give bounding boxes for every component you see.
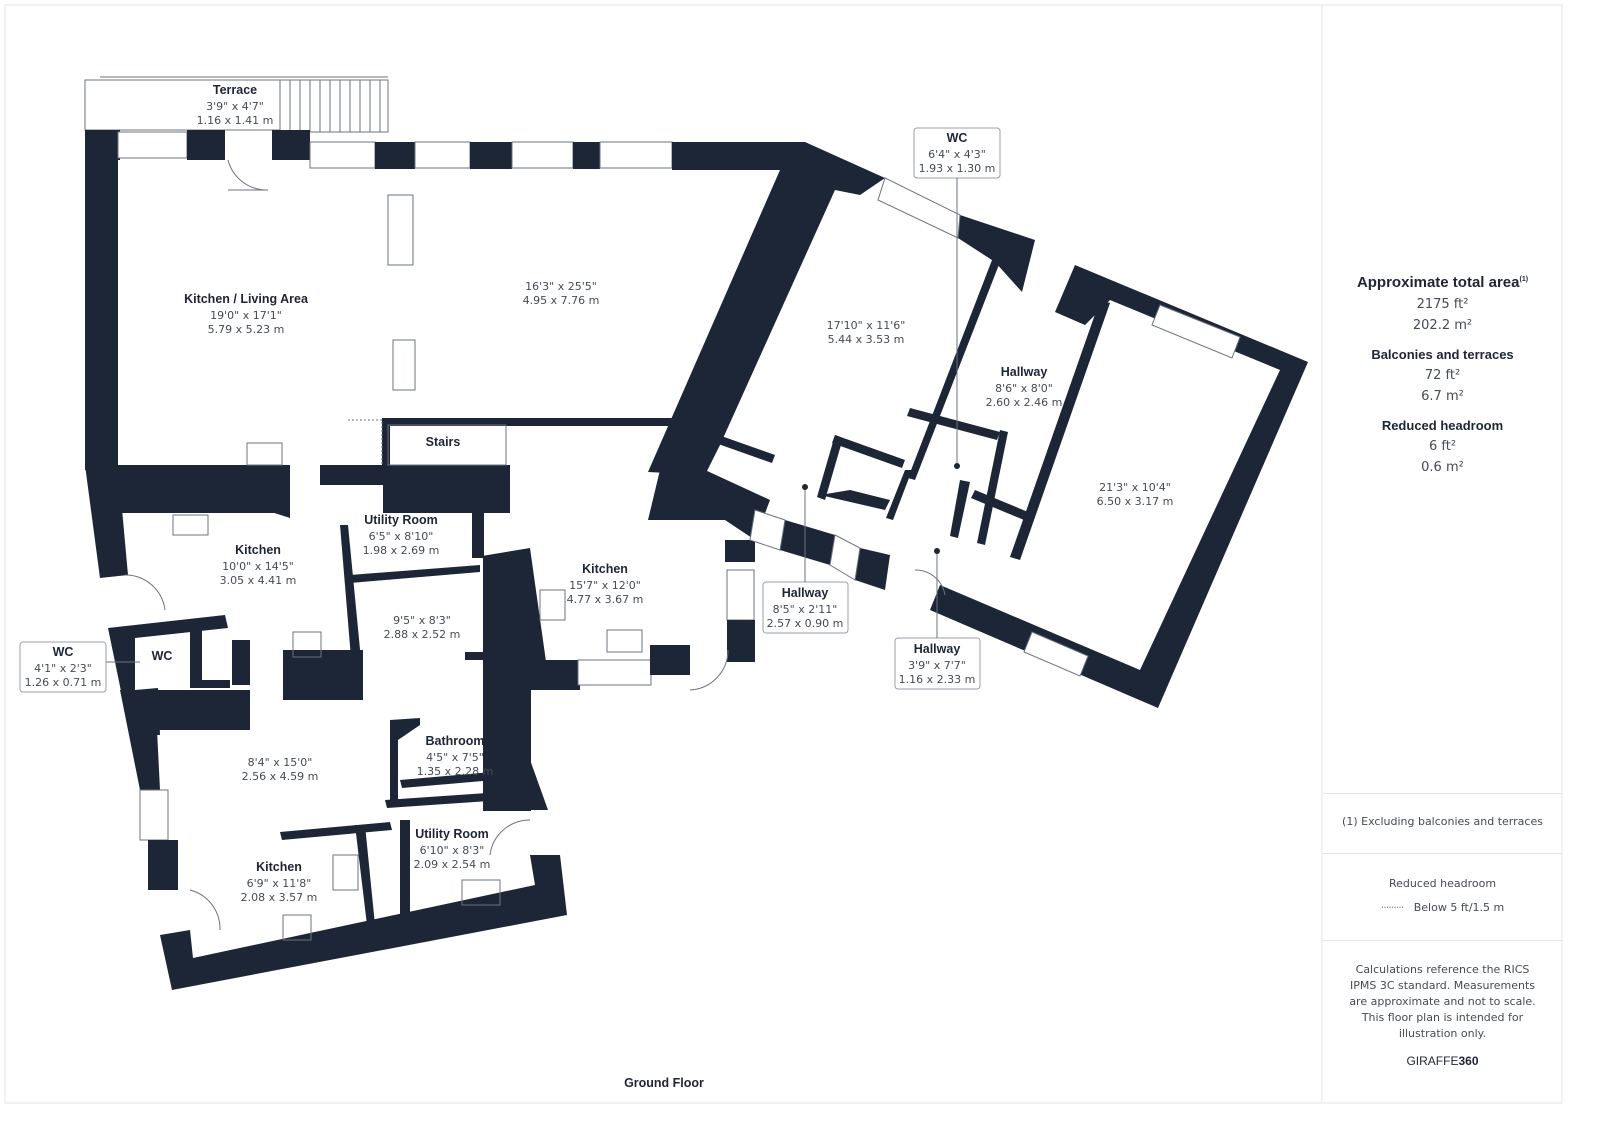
svg-text:1.16 x 2.33 m: 1.16 x 2.33 m [899, 673, 976, 686]
brand-logo: GIRAFFE360 [1323, 1054, 1562, 1068]
room-kitchen-1: Kitchen 10'0" x 14'5" 3.05 x 4.41 m [220, 543, 297, 587]
walls [85, 130, 1308, 990]
balconies-title: Balconies and terraces [1371, 347, 1514, 362]
svg-text:WC: WC [947, 131, 968, 145]
svg-text:17'10" x 11'6": 17'10" x 11'6" [827, 319, 906, 332]
svg-text:2.88 x 2.52 m: 2.88 x 2.52 m [384, 628, 461, 641]
svg-text:2.56 x 4.59 m: 2.56 x 4.59 m [242, 770, 319, 783]
svg-text:Kitchen / Living Area: Kitchen / Living Area [184, 292, 309, 306]
brand-number: 360 [1458, 1054, 1479, 1068]
svg-text:1.93 x 1.30 m: 1.93 x 1.30 m [919, 162, 996, 175]
svg-text:6'9" x 11'8": 6'9" x 11'8" [247, 877, 312, 890]
svg-text:1.35 x 2.28 m: 1.35 x 2.28 m [417, 765, 494, 778]
svg-text:4'5" x 7'5": 4'5" x 7'5" [426, 751, 484, 764]
svg-text:6'5" x 8'10": 6'5" x 8'10" [369, 530, 434, 543]
svg-text:Kitchen: Kitchen [256, 860, 302, 874]
room-hallway-3: Hallway 3'9" x 7'7" 1.16 x 2.33 m [894, 548, 981, 690]
svg-text:WC: WC [53, 645, 74, 659]
room-hallway-2: Hallway 8'5" x 2'11" 2.57 x 0.90 m [762, 484, 849, 634]
svg-text:Kitchen: Kitchen [582, 562, 628, 576]
room-kitchen-2: Kitchen 15'7" x 12'0" 4.77 x 3.67 m [567, 562, 644, 606]
svg-text:3.05 x 4.41 m: 3.05 x 4.41 m [220, 574, 297, 587]
room-terrace: Terrace 3'9" x 4'7" 1.16 x 1.41 m [197, 83, 274, 127]
svg-text:19'0" x 17'1": 19'0" x 17'1" [210, 309, 282, 322]
svg-text:2.09 x 2.54 m: 2.09 x 2.54 m [414, 858, 491, 871]
room-stairs: Stairs [426, 435, 461, 449]
room-east: 21'3" x 10'4" 6.50 x 3.17 m [1097, 481, 1174, 508]
headroom-title: Reduced headroom [1381, 418, 1504, 433]
svg-text:Kitchen: Kitchen [235, 543, 281, 557]
terrace [84, 76, 389, 133]
internal-details [124, 159, 946, 941]
room-ne: 17'10" x 11'6" 5.44 x 3.53 m [827, 319, 906, 346]
svg-text:Bathroom: Bathroom [425, 734, 484, 748]
room-kitchen-3: Kitchen 6'9" x 11'8" 2.08 x 3.57 m [241, 860, 318, 904]
svg-text:4.95 x 7.76 m: 4.95 x 7.76 m [523, 294, 600, 307]
svg-text:5.79 x 5.23 m: 5.79 x 5.23 m [208, 323, 285, 336]
svg-text:Hallway: Hallway [782, 586, 829, 600]
svg-text:WC: WC [152, 649, 173, 663]
room-utility-2: Utility Room 6'10" x 8'3" 2.09 x 2.54 m [414, 827, 491, 871]
room-bathroom: Bathroom 4'5" x 7'5" 1.35 x 2.28 m [417, 734, 494, 778]
svg-text:2.57 x 0.90 m: 2.57 x 0.90 m [767, 617, 844, 630]
room-hallway-1: Hallway 8'6" x 8'0" 2.60 x 2.46 m [986, 365, 1063, 409]
svg-text:6'4" x 4'3": 6'4" x 4'3" [928, 148, 986, 161]
svg-text:5.44 x 3.53 m: 5.44 x 3.53 m [828, 333, 905, 346]
svg-text:Utility Room: Utility Room [364, 513, 438, 527]
footnote: (1) Excluding balconies and terraces [1342, 815, 1543, 828]
svg-text:1.26 x 0.71 m: 1.26 x 0.71 m [25, 676, 102, 689]
headroom-m: 0.6 m² [1421, 460, 1464, 475]
svg-text:6'10" x 8'3": 6'10" x 8'3" [420, 844, 485, 857]
legend-item: ········· Below 5 ft/1.5 m [1323, 900, 1562, 916]
disclaimer: Calculations reference the RICS IPMS 3C … [1349, 963, 1536, 1040]
total-area-title: Approximate total area [1356, 274, 1520, 291]
balconies-ft: 72 ft² [1424, 368, 1461, 383]
svg-text:4'1" x 2'3": 4'1" x 2'3" [34, 662, 92, 675]
svg-text:15'7" x 12'0": 15'7" x 12'0" [569, 579, 641, 592]
dotted-line-icon: ········· [1380, 901, 1405, 914]
room-metric: 1.16 x 1.41 m [197, 114, 274, 127]
total-area-note: (1) [1519, 276, 1529, 283]
room-large: 16'3" x 25'5" 4.95 x 7.76 m [523, 280, 600, 307]
room-wc-top: WC 6'4" x 4'3" 1.93 x 1.30 m [913, 127, 1001, 469]
headroom-ft: 6 ft² [1428, 439, 1457, 454]
svg-text:Hallway: Hallway [914, 642, 961, 656]
total-area-m: 202.2 m² [1412, 318, 1473, 333]
page-border [4, 4, 1563, 1104]
svg-text:2.60 x 2.46 m: 2.60 x 2.46 m [986, 396, 1063, 409]
svg-text:10'0" x 14'5": 10'0" x 14'5" [222, 560, 294, 573]
legend-item-label: Below 5 ft/1.5 m [1413, 901, 1505, 914]
room-utility-1: Utility Room 6'5" x 8'10" 1.98 x 2.69 m [363, 513, 440, 557]
room-mid: 9'5" x 8'3" 2.88 x 2.52 m [384, 614, 461, 641]
svg-text:2.08 x 3.57 m: 2.08 x 3.57 m [241, 891, 318, 904]
room-name: Terrace [213, 83, 257, 97]
room-sw: 8'4" x 15'0" 2.56 x 4.59 m [242, 756, 319, 783]
svg-text:4.77 x 3.67 m: 4.77 x 3.67 m [567, 593, 644, 606]
brand-name: GIRAFFE [1406, 1054, 1459, 1068]
svg-text:Stairs: Stairs [426, 435, 461, 449]
total-area-ft: 2175 ft² [1416, 297, 1469, 312]
svg-text:9'5" x 8'3": 9'5" x 8'3" [393, 614, 451, 627]
svg-text:1.98 x 2.69 m: 1.98 x 2.69 m [363, 544, 440, 557]
legend-title: Reduced headroom [1388, 877, 1497, 890]
svg-text:Utility Room: Utility Room [415, 827, 489, 841]
svg-text:8'4" x 15'0": 8'4" x 15'0" [248, 756, 313, 769]
room-wc-left: WC 4'1" x 2'3" 1.26 x 0.71 m WC [19, 641, 173, 693]
floor-label: Ground Floor [624, 1076, 704, 1090]
room-kitchen-living: Kitchen / Living Area 19'0" x 17'1" 5.79… [184, 292, 309, 336]
balconies-m: 6.7 m² [1421, 389, 1464, 404]
svg-text:16'3" x 25'5": 16'3" x 25'5" [525, 280, 597, 293]
summary-panel: Approximate total area(1) 2175 ft² 202.2… [1323, 6, 1562, 1103]
svg-text:Hallway: Hallway [1001, 365, 1048, 379]
svg-text:6.50 x 3.17 m: 6.50 x 3.17 m [1097, 495, 1174, 508]
svg-text:8'5" x 2'11": 8'5" x 2'11" [773, 603, 838, 616]
svg-text:21'3" x 10'4": 21'3" x 10'4" [1099, 481, 1171, 494]
room-imperial: 3'9" x 4'7" [206, 100, 264, 113]
svg-text:8'6" x 8'0": 8'6" x 8'0" [995, 382, 1053, 395]
svg-text:3'9" x 7'7": 3'9" x 7'7" [908, 659, 966, 672]
